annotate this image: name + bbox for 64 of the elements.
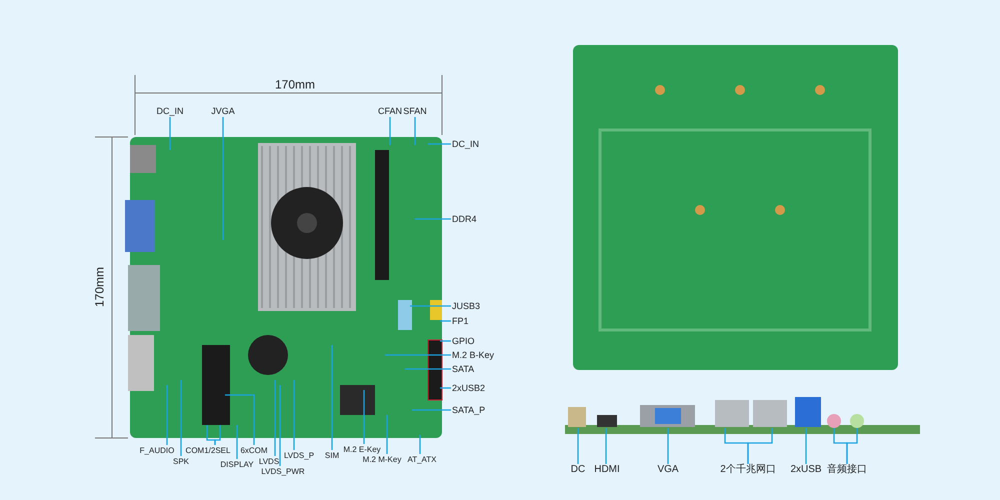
callout-label: DC_IN <box>452 139 480 149</box>
leader-line <box>222 117 224 240</box>
leader-line <box>846 428 858 464</box>
callout-label: 2个千兆网口 <box>720 465 776 475</box>
leader-line <box>412 409 451 411</box>
callout-label: 2xUSB <box>790 465 822 475</box>
callout-label: SFAN <box>403 106 427 116</box>
callout-label: LVDS_P <box>284 451 314 461</box>
callout-label: 音频接口 <box>827 465 867 475</box>
leader-line <box>414 117 416 145</box>
leader-line <box>236 425 238 459</box>
callout-label: DISPLAY <box>220 460 254 470</box>
callout-label: LVDS_PWR <box>261 467 305 477</box>
leader-line <box>293 380 295 450</box>
leader-line <box>440 340 451 342</box>
leader-line <box>386 415 388 454</box>
callout-label: VGA <box>657 465 679 475</box>
dimension-label: 170mm <box>275 78 315 92</box>
callout-label: 6xCOM <box>240 446 268 456</box>
leader-line <box>180 380 182 456</box>
callout-label: DDR4 <box>452 214 477 224</box>
leader-line <box>363 390 365 444</box>
dimension-label: 170mm <box>94 267 106 307</box>
leader-line <box>405 368 451 370</box>
leader-line <box>805 428 807 464</box>
leader-line <box>410 305 451 307</box>
callout-label: COM1/2SEL <box>186 446 230 456</box>
callout-label: SATA <box>452 364 474 374</box>
leader-line <box>415 218 451 220</box>
callout-label: JVGA <box>211 106 235 116</box>
leader-line <box>428 143 451 145</box>
leader-line <box>214 425 221 445</box>
callout-label: SPK <box>173 457 189 467</box>
leader-line <box>747 428 773 464</box>
leader-line <box>225 394 255 445</box>
leader-line <box>166 385 168 445</box>
leader-line <box>331 345 333 450</box>
callout-label: SATA_P <box>452 405 486 415</box>
leader-line <box>440 320 451 322</box>
callout-label: LVDS <box>258 457 280 467</box>
leader-line <box>577 428 579 464</box>
leader-line <box>389 117 391 145</box>
leader-line <box>419 435 421 454</box>
callout-label: M.2 M-Key <box>362 455 402 465</box>
callout-label: SIM <box>324 451 340 461</box>
callout-label: F_AUDIO <box>140 446 174 456</box>
callout-label: 2xUSB2 <box>452 383 486 393</box>
leader-line <box>274 380 276 456</box>
leader-line <box>440 387 451 389</box>
callout-label: AT_ATX <box>407 455 437 465</box>
callout-label: CFAN <box>378 106 402 116</box>
callout-label: JUSB3 <box>452 301 480 311</box>
leader-line <box>169 117 171 150</box>
callout-label: HDMI <box>594 465 620 475</box>
callout-label: DC <box>570 465 586 475</box>
leader-line <box>279 385 281 466</box>
callout-label: M.2 E-Key <box>343 445 381 455</box>
leader-line <box>667 428 669 464</box>
callout-label: M.2 B-Key <box>452 350 494 360</box>
callout-label: DC_IN <box>156 106 184 116</box>
callout-label: GPIO <box>452 336 475 346</box>
leader-line <box>605 428 607 464</box>
callout-label: FP1 <box>452 316 469 326</box>
leader-line <box>385 354 451 356</box>
